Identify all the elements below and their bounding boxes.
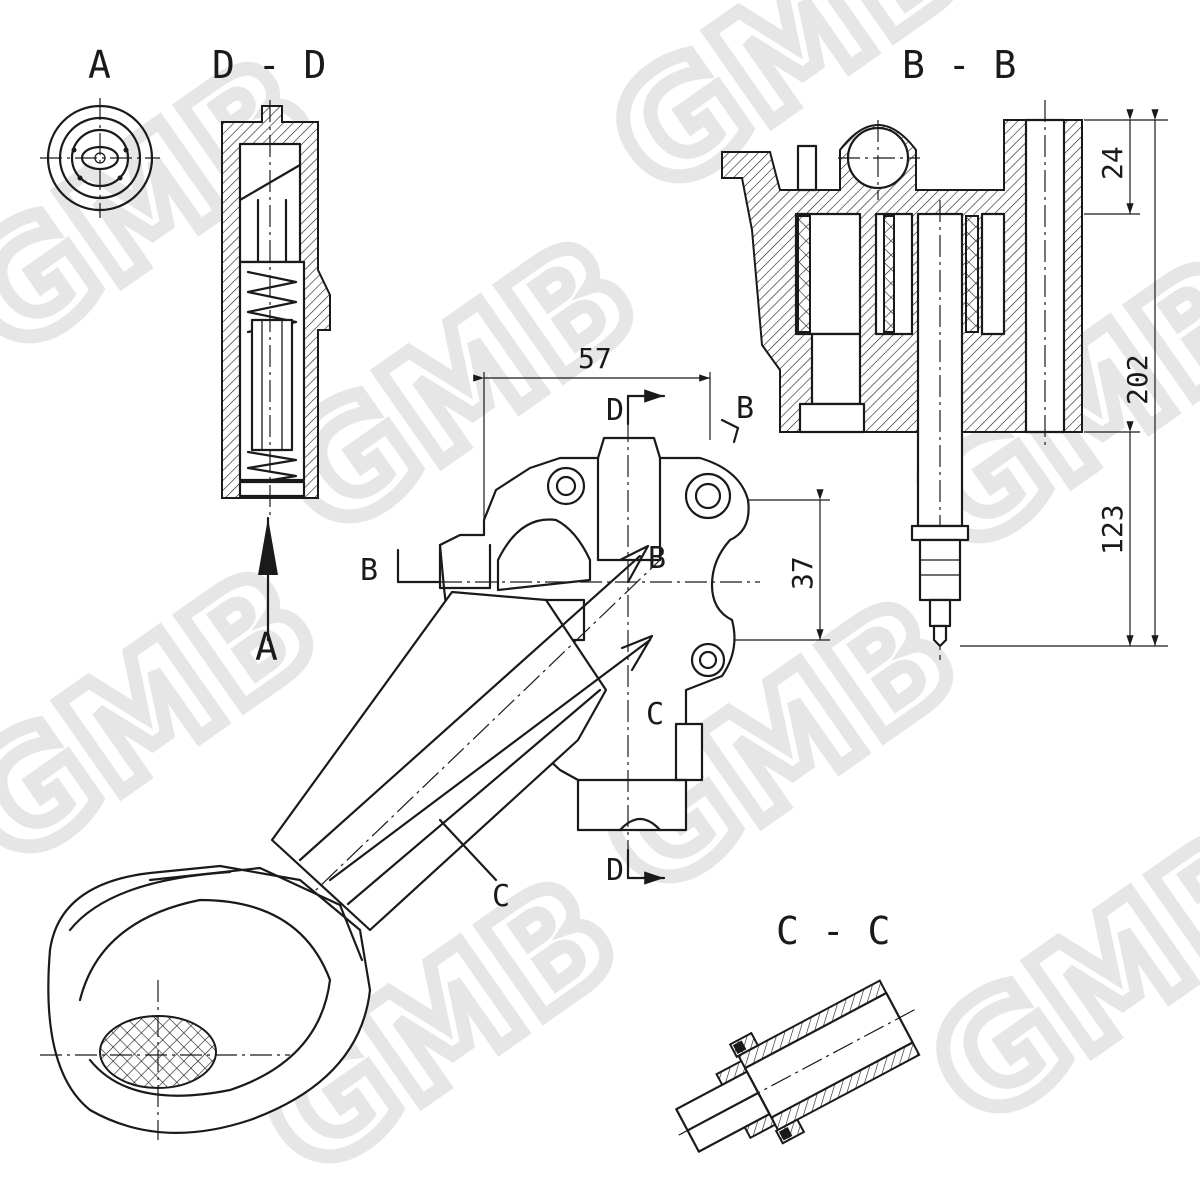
main-assembly: 57 37	[40, 342, 830, 1140]
marker-c-leader: C	[492, 879, 510, 914]
marker-b-right: B	[736, 391, 754, 426]
view-dd-label: D - D	[212, 43, 326, 87]
dim-202: 202	[1121, 354, 1154, 405]
dim-37: 37	[786, 556, 819, 590]
marker-d-bottom: D	[606, 853, 624, 888]
view-bb: B - B	[721, 43, 1168, 660]
view-cc-label: C - C	[776, 909, 890, 953]
dim-24: 24	[1096, 146, 1129, 180]
view-a-label: A	[88, 43, 111, 87]
dim-123: 123	[1096, 504, 1129, 555]
marker-b-left: B	[360, 553, 378, 588]
marker-a-label: A	[255, 625, 278, 669]
dim-57: 57	[578, 342, 612, 375]
view-bb-label: B - B	[902, 43, 1016, 87]
marker-d-top: D	[606, 393, 624, 428]
watermark-8: GMB	[901, 795, 1200, 1159]
view-a: A	[40, 43, 160, 218]
view-dd: D - D A	[212, 43, 331, 669]
marker-c-right: C	[646, 697, 664, 732]
arrow-a-icon	[258, 518, 278, 575]
view-cc: C - C	[675, 909, 921, 1153]
marker-b-center: B	[648, 541, 666, 576]
